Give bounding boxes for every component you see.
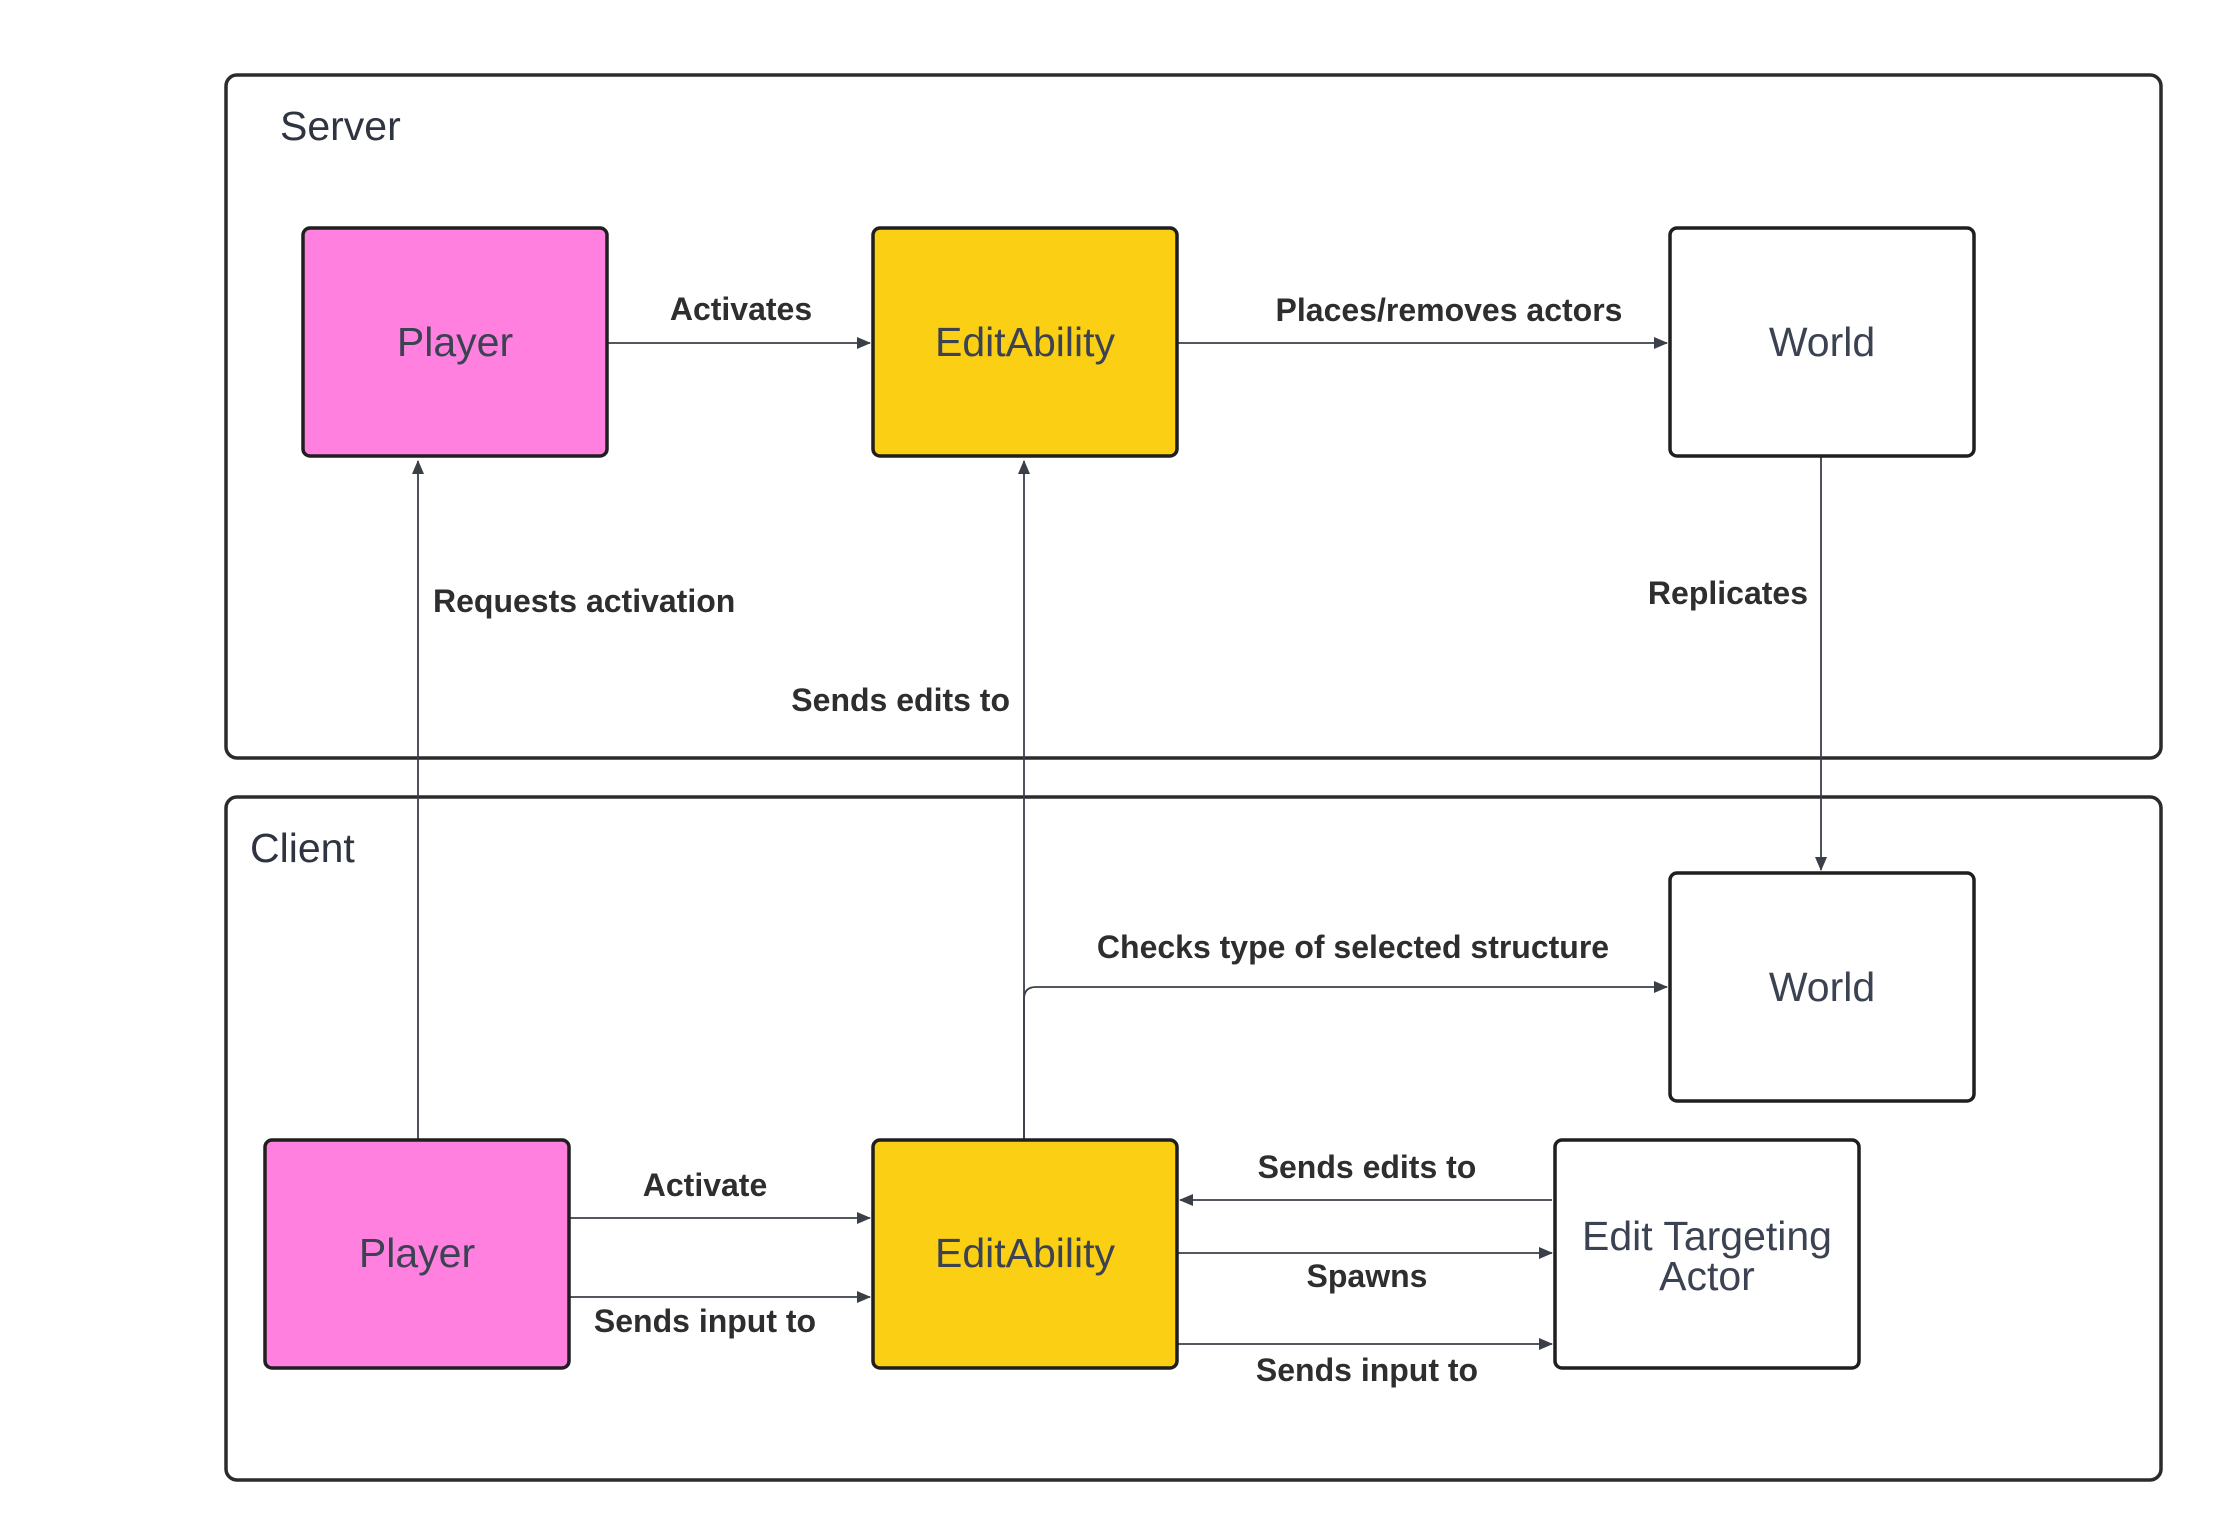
label-sends-input-to-ability: Sends input to <box>594 1303 816 1339</box>
edit-targeting-actor-label-line-2: Actor <box>1659 1253 1755 1299</box>
edge-client-ability-checks-world <box>1023 981 1668 1140</box>
edges <box>412 337 1827 1350</box>
server-edit-ability-node: EditAbility <box>871 226 1179 458</box>
client-player-label: Player <box>359 1230 475 1276</box>
label-requests-activation: Requests activation <box>433 583 735 619</box>
server-world-node: World <box>1668 226 1976 458</box>
client-world-box <box>1668 871 1976 1103</box>
client-edit-ability-node: EditAbility <box>871 1138 1179 1370</box>
edit-targeting-actor-node: Edit Targeting Actor <box>1553 1138 1861 1370</box>
label-activates: Activates <box>670 291 812 327</box>
client-frame-title: Client <box>250 825 355 871</box>
server-frame-title: Server <box>280 103 401 149</box>
label-spawns: Spawns <box>1307 1258 1428 1294</box>
label-sends-edits-to-server: Sends edits to <box>791 682 1010 718</box>
label-sends-input-to-actor: Sends input to <box>1256 1352 1478 1388</box>
edit-targeting-actor-box <box>1553 1138 1861 1370</box>
client-world-node: World <box>1668 871 1976 1103</box>
edge-labels: Activates Places/removes actors Requests… <box>433 291 1808 1388</box>
label-places-removes-actors: Places/removes actors <box>1276 292 1623 328</box>
server-player-box <box>301 226 609 458</box>
client-edit-ability-label: EditAbility <box>935 1230 1116 1276</box>
client-player-node: Player <box>263 1138 571 1370</box>
label-replicates: Replicates <box>1648 575 1808 611</box>
server-player-node: Player <box>301 226 609 458</box>
label-sends-edits-to-ability: Sends edits to <box>1258 1149 1477 1185</box>
server-world-box <box>1668 226 1976 458</box>
server-world-label: World <box>1769 319 1875 365</box>
label-activate: Activate <box>643 1167 768 1203</box>
edit-targeting-actor-label-line-1: Edit Targeting <box>1582 1213 1832 1259</box>
server-player-label: Player <box>397 319 513 365</box>
server-edit-ability-box <box>871 226 1179 458</box>
client-world-label: World <box>1769 964 1875 1010</box>
label-checks-type: Checks type of selected structure <box>1097 929 1609 965</box>
client-edit-ability-box <box>871 1138 1179 1370</box>
server-edit-ability-label: EditAbility <box>935 319 1116 365</box>
client-player-box <box>263 1138 571 1370</box>
